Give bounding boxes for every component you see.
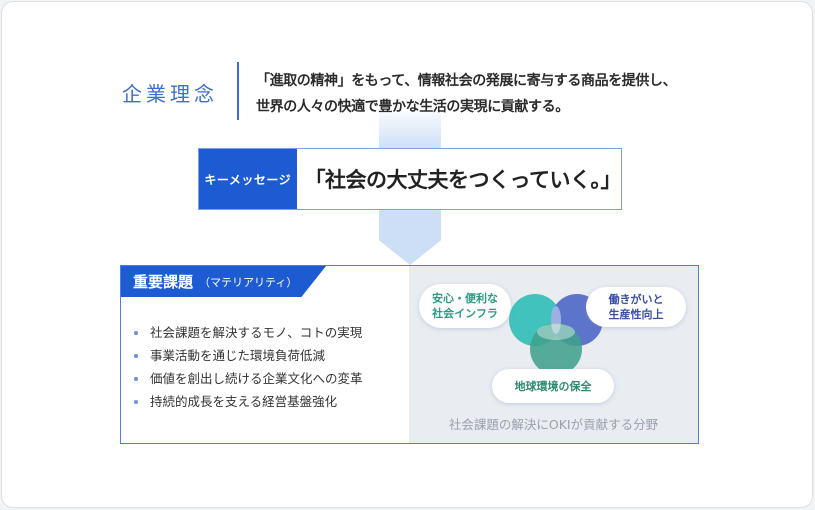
- philosophy-divider: [237, 62, 239, 120]
- venn-label-line: 社会インフラ: [432, 307, 498, 320]
- bullet-icon: [134, 376, 138, 381]
- list-item-text: 社会課題を解決するモノ、コトの実現: [150, 325, 363, 340]
- philosophy-line-2: 世界の人々の快適で豊かな生活の実現に貢献する。: [256, 99, 569, 115]
- venn-label-environment: 地球環境の保全: [492, 369, 614, 403]
- bullet-icon: [134, 399, 138, 404]
- venn-label-productivity: 働きがいと 生産性向上: [586, 287, 686, 327]
- materiality-title: 重要課題: [133, 273, 194, 291]
- list-item-text: 事業活動を通じた環境負荷低減: [150, 348, 326, 363]
- venn-label-line: 地球環境の保全: [514, 379, 592, 393]
- venn-label-infrastructure: 安心・便利な 社会インフラ: [419, 284, 511, 328]
- list-item: 事業活動を通じた環境負荷低減: [131, 344, 363, 367]
- list-item: 価値を創出し続ける企業文化への変革: [131, 367, 363, 390]
- list-item: 社会課題を解決するモノ、コトの実現: [131, 321, 363, 344]
- materiality-box: 安心・便利な 社会インフラ 働きがいと 生産性向上 地球環境の保全 社会課題の解…: [120, 265, 699, 444]
- venn-label-line: 生産性向上: [608, 308, 664, 321]
- materiality-subtitle: （マテリアリティ）: [199, 275, 298, 289]
- key-message-box: キーメッセージ 「社会の大丈夫をつくっていく。」: [198, 148, 622, 210]
- venn-label-line: 働きがいと: [608, 293, 664, 306]
- corporate-philosophy-label: 企業理念: [122, 82, 218, 106]
- venn-label-line: 安心・便利な: [432, 292, 498, 305]
- flow-arrow-top: [379, 112, 441, 149]
- list-item-text: 価値を創出し続ける企業文化への変革: [150, 371, 363, 386]
- venn-caption: 社会課題の解決にOKIが貢献する分野: [448, 417, 659, 432]
- materiality-list: 社会課題を解決するモノ、コトの実現 事業活動を通じた環境負荷低減 価値を創出し続…: [131, 321, 363, 413]
- venn-overlap: [537, 324, 575, 340]
- key-message-label: キーメッセージ: [199, 149, 297, 209]
- philosophy-line-1: 「進取の精神」をもって、情報社会の発展に寄与する商品を提供し、: [256, 73, 677, 89]
- flow-arrow-down-icon: [379, 210, 441, 265]
- venn-overlap: [551, 306, 561, 334]
- list-item-text: 持続的成長を支える経営基盤強化: [150, 394, 338, 409]
- bullet-icon: [134, 330, 138, 335]
- venn-panel: 安心・便利な 社会インフラ 働きがいと 生産性向上 地球環境の保全 社会課題の解…: [409, 266, 698, 443]
- corporate-philosophy-text: 「進取の精神」をもって、情報社会の発展に寄与する商品を提供し、 世界の人々の快適…: [256, 68, 677, 120]
- bullet-icon: [134, 353, 138, 358]
- list-item: 持続的成長を支える経営基盤強化: [131, 390, 363, 413]
- key-message-text: 「社会の大丈夫をつくっていく。」: [304, 168, 622, 192]
- materiality-header: 重要課題 （マテリアリティ）: [121, 266, 326, 297]
